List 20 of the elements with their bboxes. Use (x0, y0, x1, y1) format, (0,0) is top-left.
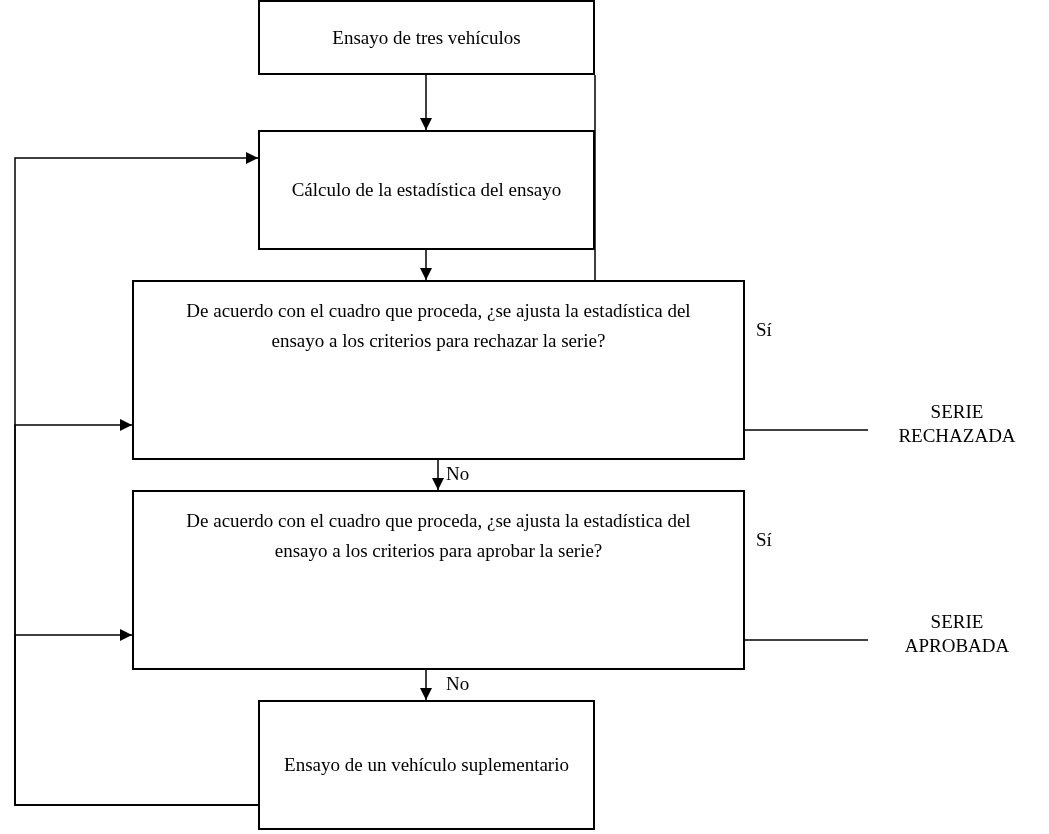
arrow (432, 459, 444, 491)
box-text: Ensayo de tres vehículos (332, 25, 521, 50)
decision-box (132, 490, 745, 670)
process-box (258, 700, 595, 830)
box-text: Ensayo de un vehículo suplementario (284, 753, 569, 777)
process-box (258, 130, 595, 250)
process-box (258, 0, 595, 75)
connector-line (594, 74, 596, 281)
decision-box (132, 280, 745, 460)
arrow (14, 629, 259, 806)
outcome-text: SERIE RECHAZADA (897, 400, 1017, 448)
arrow (420, 249, 432, 281)
box-text: De acuerdo con el cuadro que proceda, ¿se ajusta la estadística del ensayo a los criterios para rechazar la serie? (185, 299, 692, 353)
box-text: De acuerdo con el cuadro que proceda, ¿se ajusta la estadística del ensayo a los criterios para aprobar la serie? (185, 509, 692, 563)
arrow (420, 74, 432, 131)
arrow (420, 669, 432, 701)
connector-line (744, 429, 869, 431)
outcome-text: SERIE APROBADA (903, 610, 1011, 658)
box-text: Cálculo de la estadística del ensayo (291, 178, 562, 202)
connector-line (744, 639, 869, 641)
